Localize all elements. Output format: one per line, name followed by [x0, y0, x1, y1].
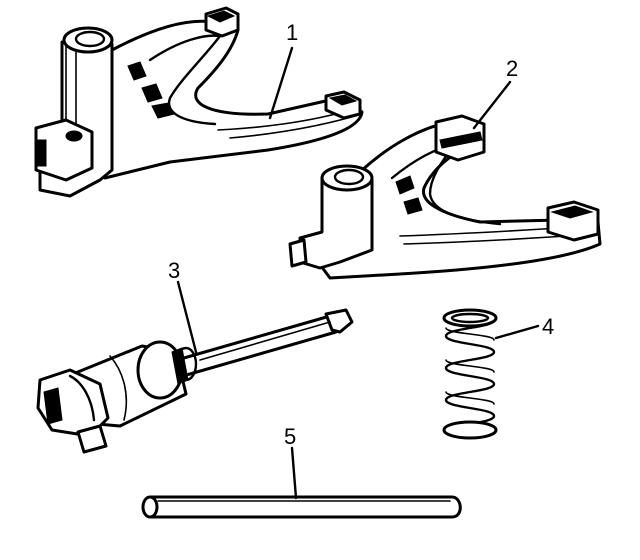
part-2-fork-pad-upper-shade [439, 131, 483, 149]
part-1-shift-fork [34, 6, 364, 198]
part-1-rib-line-2 [229, 115, 356, 139]
part-2-shift-fork [288, 114, 602, 280]
callout-5: 5 [284, 424, 296, 449]
part-4-spring-bottom [442, 420, 498, 440]
leader-line-3 [176, 280, 198, 354]
callout-3: 3 [168, 258, 180, 283]
leader-line-5 [290, 446, 298, 500]
part-2-fork-inner-curve [390, 142, 502, 226]
leader-line-1 [268, 46, 294, 120]
part-2-slot [395, 175, 415, 195]
part-1-slot [151, 102, 175, 119]
leader-lines [176, 46, 540, 500]
part-1-fork-tip-lower-shade [328, 94, 358, 106]
part-3-rod-line [199, 321, 331, 361]
part-1-slot [141, 83, 163, 103]
part-1-pad-shade [37, 139, 47, 167]
part-3-rail-assembly [36, 308, 354, 454]
part-4-spring-top-inner [450, 312, 490, 324]
part-1-pad-hole [65, 130, 83, 142]
leader-line-2 [472, 80, 512, 130]
part-2-pin-stub [288, 238, 308, 268]
part-3-rod-tip [324, 308, 354, 334]
callout-1: 1 [286, 20, 298, 45]
part-1-fork-tip-upper-shade [206, 10, 236, 23]
part-2-fork-pad-lower-shade [550, 205, 594, 219]
part-1-fork-inner-curve [148, 34, 222, 126]
part-4-spring-top [442, 308, 498, 328]
part-3-head-ring [68, 374, 96, 422]
part-3-collar-shade [171, 347, 189, 385]
part-3-head-shade [43, 387, 63, 425]
part-5-pin-body [148, 495, 462, 519]
part-4-spring [442, 308, 498, 440]
part-2-slot [403, 197, 423, 215]
callout-2: 2 [506, 56, 518, 81]
part-5-pin-end [141, 495, 159, 519]
part-1-slot [127, 61, 147, 81]
part-2-hub-body [298, 176, 374, 270]
part-3-detail [109, 355, 128, 421]
part-4-spring-back-coils [445, 327, 495, 405]
part-5-pin [141, 495, 462, 519]
part-3-tab [76, 424, 108, 454]
part-2-hub-bore [333, 168, 365, 186]
part-1-hub-bore [74, 30, 106, 48]
callouts: 1 2 3 4 5 [168, 20, 554, 449]
part-1-fork-arm [93, 12, 364, 180]
callout-4: 4 [542, 314, 554, 339]
leader-line-4 [494, 324, 540, 340]
